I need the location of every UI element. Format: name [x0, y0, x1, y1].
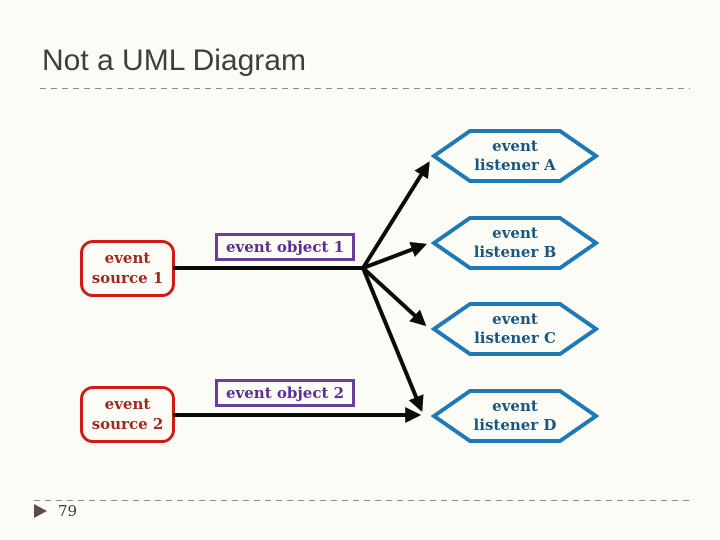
arrow-to-listener-c	[361, 266, 427, 327]
event-listener-c-label: event listener C	[474, 309, 556, 348]
event-listener-b-label: event listener B	[473, 223, 557, 262]
event-object-2-label: event object 2	[226, 384, 345, 402]
event-object-1-label: event object 1	[226, 238, 345, 256]
event-listener-d-label: event listener D	[473, 396, 557, 435]
footer-divider	[34, 500, 690, 501]
event-listener-c-node: event listener C	[431, 300, 599, 358]
page-number: 79	[58, 502, 78, 520]
slide-number-marker-icon	[34, 504, 47, 518]
event-listener-b-node: event listener B	[431, 214, 599, 272]
hexagon-outline	[431, 302, 599, 356]
event-source-1-node: event source 1	[80, 240, 175, 297]
hexagon-outline	[431, 389, 599, 443]
event-source-1-label: event source 1	[91, 249, 164, 287]
event-object-2-node: event object 2	[215, 379, 356, 407]
event-source-2-label: event source 2	[91, 395, 164, 433]
arrow-to-listener-b	[362, 242, 427, 270]
event-listener-a-label: event listener A	[474, 136, 556, 175]
event-source-2-node: event source 2	[80, 386, 175, 443]
event-object-1-node: event object 1	[215, 233, 356, 261]
title-divider	[40, 88, 690, 89]
event-listener-d-node: event listener D	[431, 387, 599, 445]
hexagon-outline	[431, 129, 599, 183]
arrow-to-listener-d	[361, 267, 424, 412]
event-listener-a-node: event listener A	[431, 127, 599, 185]
arrow-to-listener-a	[361, 161, 430, 270]
slide-title: Not a UML Diagram	[42, 44, 306, 77]
hexagon-outline	[431, 216, 599, 270]
